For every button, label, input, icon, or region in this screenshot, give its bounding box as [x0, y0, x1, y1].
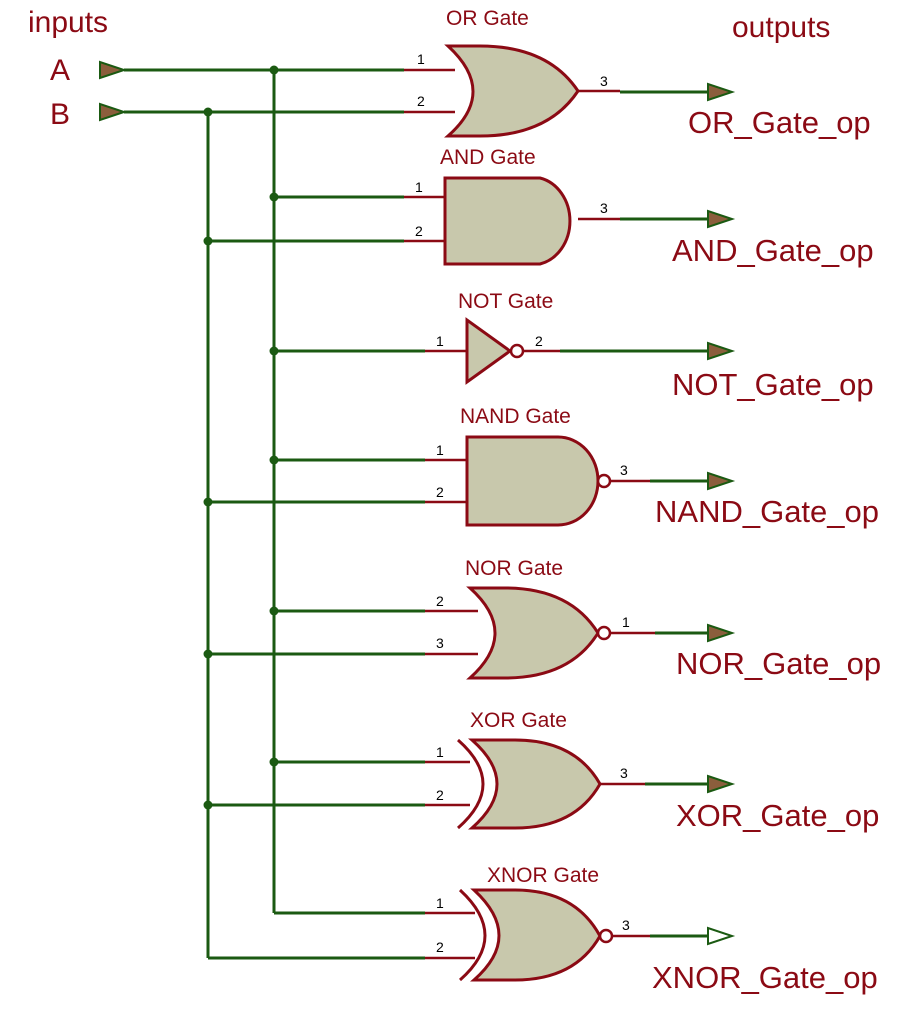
junctions: [203, 65, 279, 810]
not-gate-title: NOT Gate: [458, 290, 553, 313]
junction-dot: [269, 192, 279, 202]
nor-pin-1-number: 1: [622, 614, 630, 630]
output-terminal-xor[interactable]: [707, 774, 736, 794]
output-label-nor: NOR_Gate_op: [676, 646, 881, 681]
output-label-nand: NAND_Gate_op: [655, 494, 879, 529]
and-gate-body: [443, 176, 572, 266]
nand-pin-2-number: 2: [436, 484, 444, 500]
nand-gate-body: [465, 435, 600, 527]
nand-bubble: [596, 473, 612, 489]
not-bubble: [509, 343, 525, 359]
junction-dot: [203, 107, 213, 117]
output-label-and: AND_Gate_op: [672, 233, 874, 268]
and-gate[interactable]: AND Gate 1 2 3: [404, 146, 620, 266]
nor-gate-body: [466, 586, 600, 680]
nand-gate[interactable]: NAND Gate 1 2 3: [425, 405, 650, 527]
junction-dot: [203, 800, 213, 810]
xor-pin-1-number: 1: [436, 744, 444, 760]
output-terminal-and[interactable]: [707, 209, 736, 229]
not-pin-2-number: 2: [535, 333, 543, 349]
xnor-pin-3-number: 3: [622, 917, 630, 933]
input-terminal-b[interactable]: [99, 102, 128, 122]
junction-dot: [269, 65, 279, 75]
junction-dot: [203, 236, 213, 246]
xnor-gate[interactable]: XNOR Gate 1 2 3: [425, 864, 650, 982]
or-pin-2-number: 2: [417, 93, 425, 109]
xnor-pin-1-number: 1: [436, 895, 444, 911]
xnor-pin-2-number: 2: [436, 939, 444, 955]
and-gate-title: AND Gate: [440, 146, 536, 169]
nand-pin-1-number: 1: [436, 442, 444, 458]
junction-dot: [203, 649, 213, 659]
xnor-gate-title: XNOR Gate: [487, 864, 599, 887]
nor-bubble: [596, 625, 612, 641]
or-pin-3-number: 3: [600, 73, 608, 89]
not-gate[interactable]: NOT Gate 1 2: [425, 290, 560, 385]
not-gate-body: [465, 317, 513, 385]
and-pin-3-number: 3: [600, 200, 608, 216]
xnor-bubble: [598, 928, 614, 944]
xor-gate-body: [468, 738, 602, 830]
output-terminal-not[interactable]: [707, 341, 736, 361]
output-terminal-nand[interactable]: [707, 471, 736, 491]
wire-network: [124, 68, 708, 960]
inputs-heading: inputs: [28, 6, 108, 39]
output-terminals: [707, 82, 736, 946]
and-pin-1-number: 1: [415, 179, 423, 195]
input-terminal-a[interactable]: [99, 60, 128, 80]
xor-pin-3-number: 3: [620, 765, 628, 781]
input-label-b: B: [50, 98, 70, 131]
nand-gate-title: NAND Gate: [460, 405, 571, 428]
input-label-a: A: [50, 54, 70, 87]
xor-gate-title: XOR Gate: [470, 709, 567, 732]
xnor-gate-body: [470, 888, 602, 982]
or-pin-1-number: 1: [417, 51, 425, 67]
junction-dot: [269, 455, 279, 465]
xor-pin-2-number: 2: [436, 787, 444, 803]
output-label-or: OR_Gate_op: [688, 105, 871, 140]
or-gate[interactable]: OR Gate 1 2 3: [404, 7, 620, 138]
xor-gate[interactable]: XOR Gate 1 2 3: [425, 709, 645, 830]
nor-pin-2-number: 2: [436, 593, 444, 609]
nand-pin-3-number: 3: [620, 462, 628, 478]
junction-dot: [269, 757, 279, 767]
nor-pin-3-number: 3: [436, 635, 444, 651]
not-pin-1-number: 1: [436, 333, 444, 349]
junction-dot: [269, 346, 279, 356]
xnor-input-arc: [458, 888, 487, 982]
or-gate-title: OR Gate: [446, 7, 529, 30]
output-terminal-or[interactable]: [707, 82, 736, 102]
output-label-not: NOT_Gate_op: [672, 367, 874, 402]
output-terminal-xnor[interactable]: [707, 926, 736, 946]
nor-gate-title: NOR Gate: [465, 557, 563, 580]
junction-dot: [203, 497, 213, 507]
outputs-heading: outputs: [732, 11, 830, 44]
nor-gate[interactable]: NOR Gate 2 3 1: [425, 557, 655, 680]
output-label-xnor: XNOR_Gate_op: [652, 960, 878, 995]
and-pin-2-number: 2: [415, 223, 423, 239]
output-terminal-nor[interactable]: [707, 623, 736, 643]
xor-input-arc: [457, 738, 485, 830]
or-gate-body: [444, 44, 580, 138]
junction-dot: [269, 606, 279, 616]
output-label-xor: XOR_Gate_op: [676, 798, 879, 833]
